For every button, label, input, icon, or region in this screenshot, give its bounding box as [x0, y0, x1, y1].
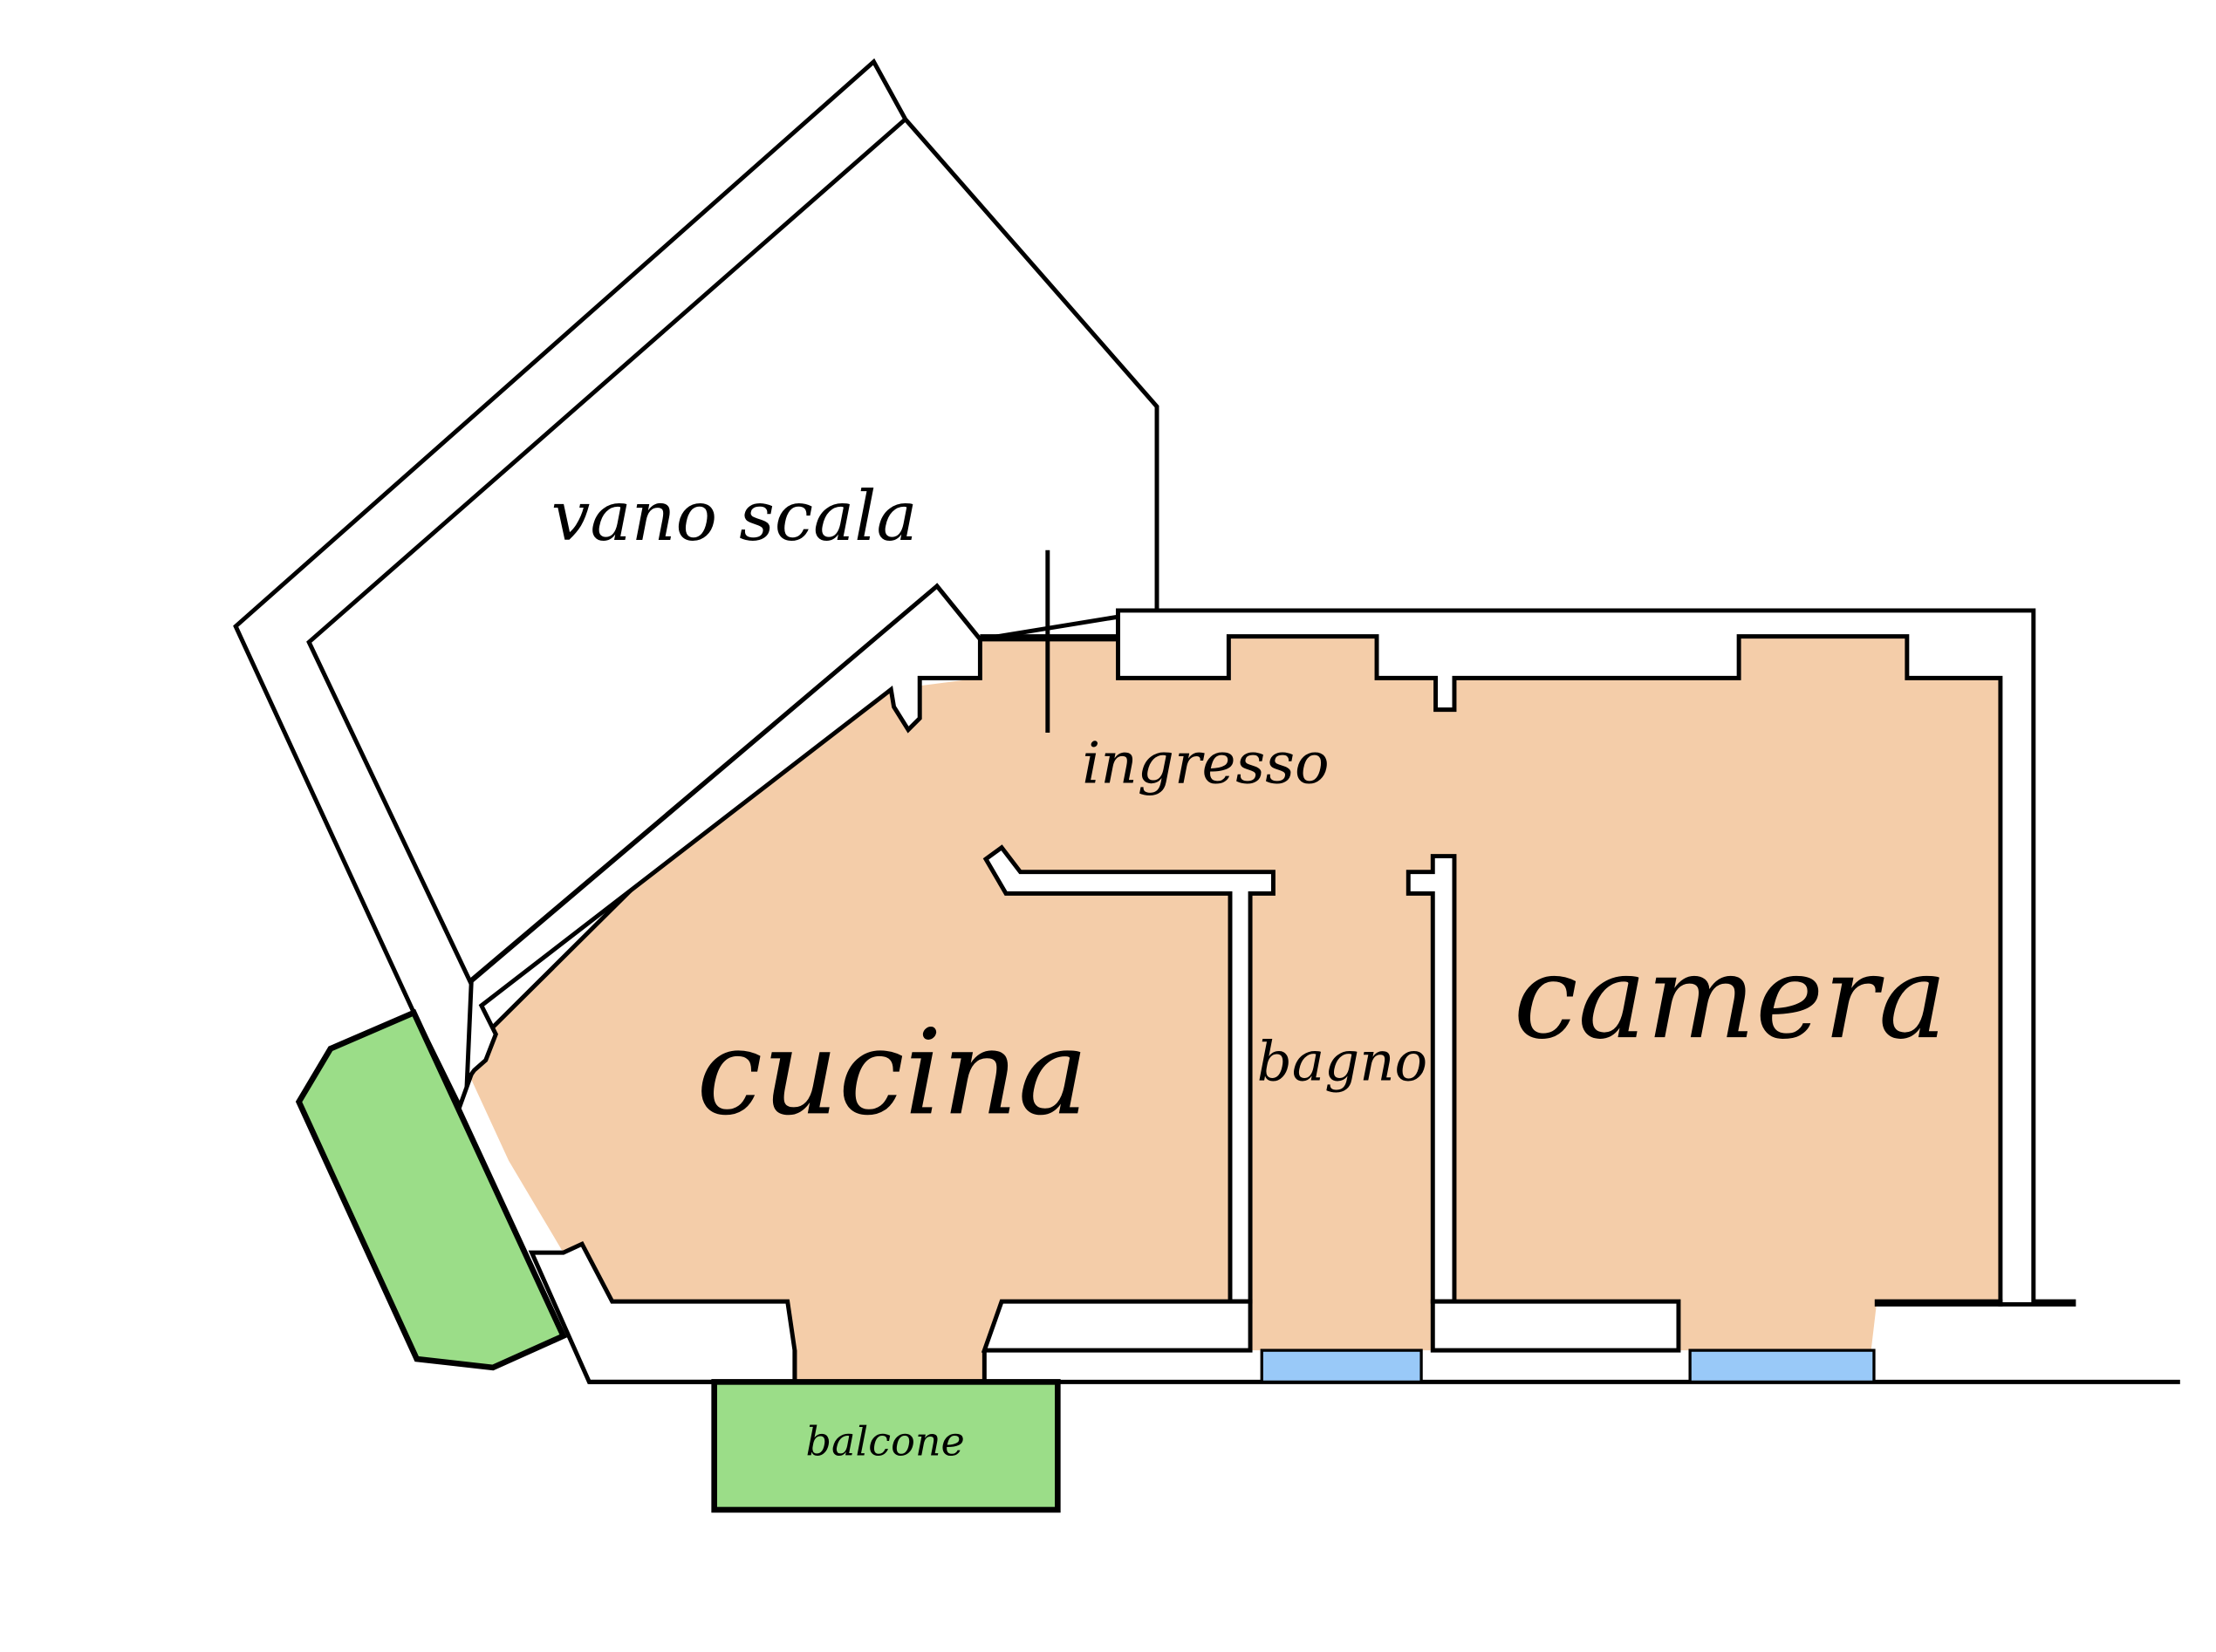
- label-camera: camera: [1514, 932, 1947, 1065]
- north-wall: [1116, 608, 2076, 1307]
- bath-window: [1260, 1348, 1423, 1384]
- label-cucina: cucina: [696, 1004, 1088, 1141]
- diagonal-wall: [464, 583, 982, 1088]
- south-wall-far-right: [1874, 1299, 2003, 1307]
- south-wall-right: [1430, 1299, 1681, 1353]
- label-balcone: balcone: [806, 1417, 965, 1464]
- side-balcony: [295, 1008, 568, 1371]
- bedroom-window: [1688, 1348, 1876, 1384]
- label-ingresso: ingresso: [1082, 730, 1329, 797]
- south-wall-middle: [981, 1299, 1253, 1353]
- kitchen-partition-wall: [982, 844, 1276, 1304]
- label-vano-scala: vano scala: [551, 476, 918, 556]
- label-bagno: bagno: [1257, 1030, 1427, 1094]
- front-balcony: [711, 1379, 1061, 1513]
